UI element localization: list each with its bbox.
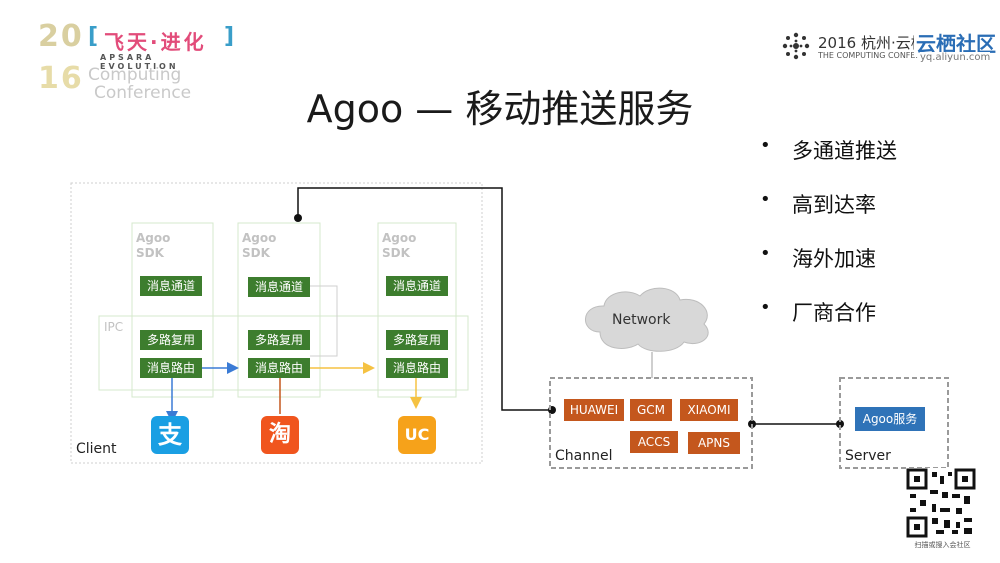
- multiplex-box: 多路复用: [386, 330, 448, 350]
- bullet-item: • 海外加速: [760, 243, 990, 297]
- channel-gcm: GCM: [630, 399, 672, 421]
- message-routing-box: 消息路由: [386, 358, 448, 378]
- logo-bracket-left: [: [88, 24, 99, 49]
- message-routing-box: 消息路由: [140, 358, 202, 378]
- bullet-text: 厂商合作: [792, 301, 876, 325]
- taobao-icon: 淘: [261, 416, 299, 454]
- client-label: Client: [76, 441, 117, 457]
- server-boundary: [839, 377, 949, 469]
- qr-code-icon: [906, 468, 976, 538]
- network-cloud-icon: [585, 287, 709, 352]
- link-endpoint: [294, 214, 302, 222]
- logo-year-bottom: 16: [38, 61, 84, 96]
- community-url: yq.aliyun.com: [920, 52, 991, 63]
- uc-browser-icon: UC: [398, 416, 436, 454]
- channel-apns: APNS: [688, 432, 740, 454]
- conference-logo: 2016 杭州·云栖大会 THE COMPUTING CONFERENCE 云栖…: [780, 28, 1000, 70]
- bullet-dot-icon: •: [760, 135, 771, 156]
- logo-slogan-cn: 飞天·进化: [104, 30, 207, 54]
- ipc-band: [98, 315, 469, 391]
- logo-year-top: 20: [38, 19, 84, 54]
- bullet-item: • 多通道推送: [760, 135, 990, 189]
- channel-huawei: HUAWEI: [564, 399, 624, 421]
- message-routing-box: 消息路由: [248, 358, 310, 378]
- bullet-dot-icon: •: [760, 189, 771, 210]
- client-boundary: [70, 182, 483, 464]
- bullet-dot-icon: •: [760, 243, 771, 264]
- bullet-item: • 厂商合作: [760, 297, 990, 351]
- alipay-icon: 支: [151, 416, 189, 454]
- logo-sub-2: Conference: [94, 83, 192, 103]
- channel-boundary: [549, 377, 753, 469]
- bullet-text: 高到达率: [792, 193, 876, 217]
- multiplex-box: 多路复用: [140, 330, 202, 350]
- cloud-dots-icon: [782, 32, 810, 60]
- sdk-box-2: [237, 222, 321, 398]
- bullet-list: • 多通道推送 • 高到达率 • 海外加速 • 厂商合作: [760, 135, 990, 351]
- server-label: Server: [845, 448, 891, 464]
- qr-caption: 扫描或搜入会社区: [914, 541, 971, 549]
- logo-bracket-right: ]: [224, 24, 235, 49]
- message-channel-box: 消息通道: [140, 276, 202, 296]
- channel-label: Channel: [555, 448, 613, 464]
- bullet-dot-icon: •: [760, 297, 771, 318]
- logo-sub-1: Computing: [88, 65, 182, 85]
- qr-code: [906, 468, 976, 538]
- link-endpoint: [836, 420, 844, 428]
- channel-loop-line: [310, 285, 338, 357]
- ipc-label: IPC: [104, 320, 124, 334]
- logo-slogan-en: APSARA EVOLUTION: [100, 53, 179, 71]
- event-logo: 20 16 [ 飞天·进化 ] APSARA EVOLUTION Computi…: [38, 19, 238, 103]
- agoo-service-box: Agoo服务: [855, 407, 925, 431]
- bullet-item: • 高到达率: [760, 189, 990, 243]
- message-channel-box: 消息通道: [248, 277, 310, 297]
- bullet-text: 多通道推送: [792, 139, 897, 163]
- multiplex-box: 多路复用: [248, 330, 310, 350]
- message-channel-box: 消息通道: [386, 276, 448, 296]
- channel-accs: ACCS: [630, 431, 678, 453]
- page-title: Agoo — 移动推送服务: [306, 87, 694, 131]
- network-label: Network: [612, 312, 671, 328]
- channel-xiaomi: XIAOMI: [680, 399, 738, 421]
- conference-name-en: THE COMPUTING CONFERENCE: [818, 51, 918, 60]
- client-channel-link: [297, 187, 552, 411]
- bullet-text: 海外加速: [792, 247, 876, 271]
